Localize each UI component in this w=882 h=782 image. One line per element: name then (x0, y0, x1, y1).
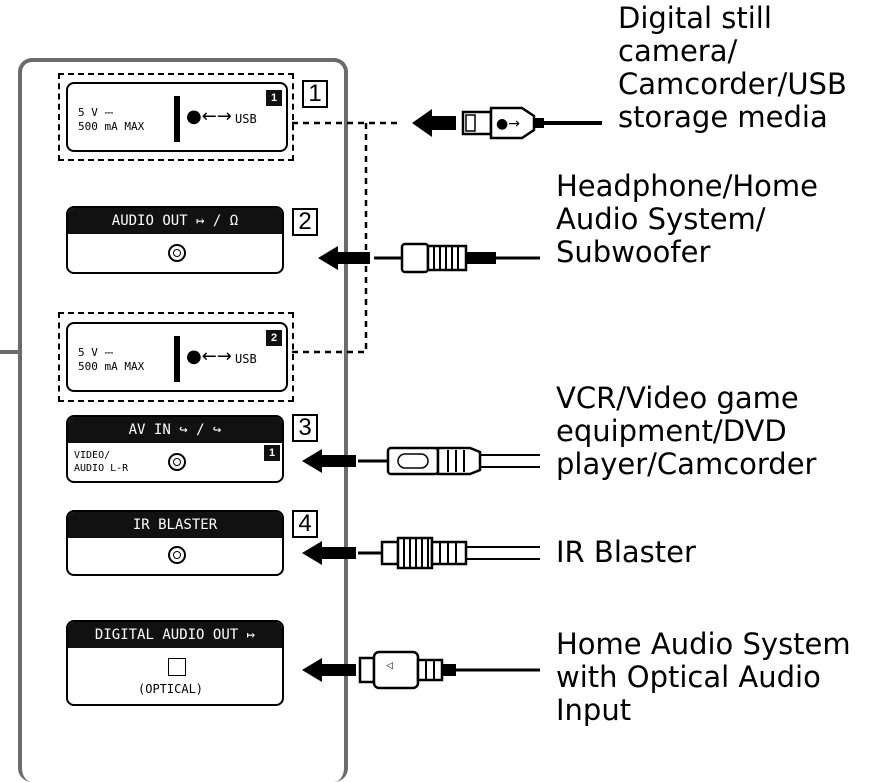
headphone-icon: Ω (229, 213, 239, 229)
svg-text:●→: ●→ (496, 116, 520, 132)
cables: ●→ (302, 106, 602, 690)
ir-blaster-port[interactable]: IR BLASTER (66, 510, 284, 576)
usb-port-1[interactable]: 5 V ⎓ 500 mA MAX ●←→ USB 1 (66, 82, 288, 152)
usb1-tag: 1 (266, 90, 282, 106)
av-in-sub1: VIDEO/ (74, 450, 111, 461)
usb-icon: ●←→ (186, 346, 232, 367)
tv-rear-panel (18, 58, 348, 782)
usb1-voltage: 5 V (78, 106, 98, 119)
optical-plug: ◁ (302, 650, 540, 690)
av-in-sub2: AUDIO L-R (74, 463, 129, 474)
ir-blaster-jack[interactable] (168, 546, 186, 564)
usb-port-2-group (58, 312, 294, 402)
av-device-label: VCR/Video game equipment/DVD player/Camc… (556, 381, 817, 481)
av-input-icon: ↪ / ↪ (179, 422, 222, 438)
usb2-current: 500 mA MAX (78, 360, 145, 373)
usb2-voltage: 5 V (78, 346, 98, 359)
callout-4: 4 (292, 510, 318, 538)
usb1-current: 500 mA MAX (78, 120, 145, 133)
panel-edge (0, 350, 18, 354)
usb-port-1-group (58, 73, 294, 161)
audio-out-header: AUDIO OUT (111, 213, 188, 229)
av-in-tag: 1 (264, 445, 280, 461)
optical-output-icon: ↦ (246, 627, 256, 643)
headphone-plug (318, 242, 540, 274)
usb2-tag: 2 (266, 330, 282, 346)
callout-3: 3 (292, 414, 318, 442)
usb-icon: ●←→ (186, 106, 232, 127)
usb2-label: USB (235, 352, 257, 366)
optical-device-label: Home Audio System with Optical Audio Inp… (556, 627, 851, 727)
usb1-label: USB (235, 112, 257, 126)
svg-text:◁: ◁ (386, 661, 393, 671)
audio-output-icon: ↦ (196, 213, 205, 229)
audio-device-label: Headphone/Home Audio System/ Subwoofer (556, 169, 818, 269)
audio-out-jack[interactable] (168, 244, 186, 262)
av-in-port[interactable]: AV IN ↪ / ↪ VIDEO/ AUDIO L-R 1 (66, 415, 284, 483)
ir-device-label: IR Blaster (556, 535, 696, 569)
dc-symbol: ⎓ (104, 106, 114, 119)
callout-1: 1 (302, 80, 328, 108)
av-in-header: AV IN (128, 422, 171, 438)
dc-symbol: ⎓ (104, 346, 114, 359)
digital-audio-out-port[interactable]: DIGITAL AUDIO OUT ↦ (OPTICAL) (66, 620, 284, 706)
audio-out-port[interactable]: AUDIO OUT ↦ / Ω (66, 206, 284, 274)
optical-label: (OPTICAL) (138, 682, 204, 696)
usb-device-label: Digital still camera/ Camcorder/USB stor… (618, 1, 847, 134)
ir-plug (302, 536, 540, 570)
usb-port-2[interactable]: 5 V ⎓ 500 mA MAX ●←→ USB 2 (66, 322, 288, 392)
digital-audio-out-header: DIGITAL AUDIO OUT (94, 627, 239, 643)
ir-blaster-header: IR BLASTER (68, 512, 282, 538)
av-plug (302, 446, 540, 476)
callout-2: 2 (292, 208, 318, 236)
usb-plug: ●→ (412, 106, 602, 140)
connection-lines (292, 121, 402, 354)
av-in-jack[interactable] (168, 453, 186, 471)
optical-jack[interactable] (168, 658, 186, 676)
